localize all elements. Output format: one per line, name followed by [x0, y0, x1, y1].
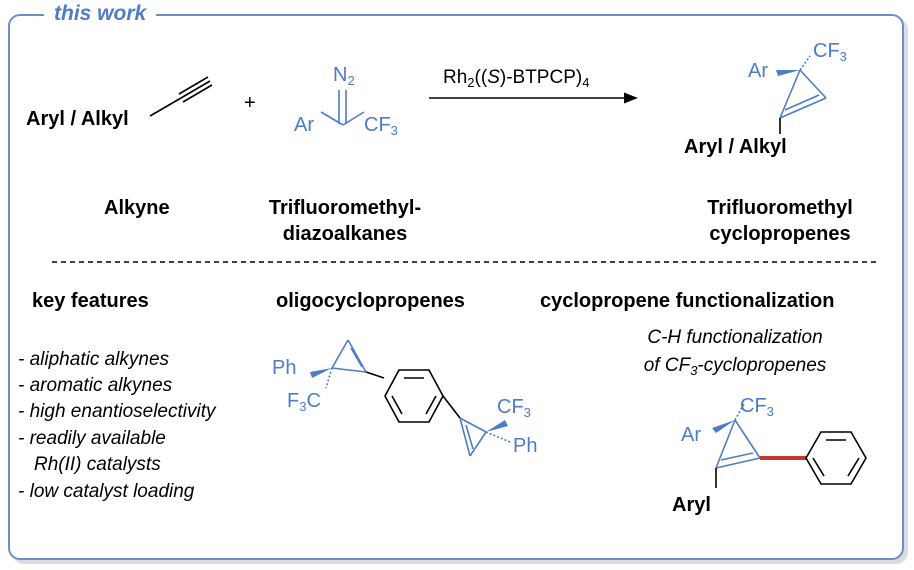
- product-substituent-label: Aryl / Alkyl: [684, 136, 787, 158]
- diazo-structure: [320, 90, 365, 126]
- oligo-f3c-label: F3C: [287, 390, 321, 414]
- feature-item: Rh(II) catalysts: [34, 454, 161, 475]
- functionalized-cyclopropene: [712, 403, 867, 488]
- diazo-ar-label: Ar: [294, 114, 314, 136]
- product-name-line1: Trifluoromethyl: [707, 197, 853, 219]
- func-aryl-label: Aryl: [672, 494, 711, 516]
- functionalization-heading: cyclopropene functionalization: [540, 290, 835, 312]
- feature-item: - high enantioselectivity: [18, 401, 216, 422]
- plus-sign: +: [244, 92, 256, 114]
- diazo-n2-label: N2: [333, 64, 355, 88]
- functionalization-line2: of CF3-cyclopropenes: [643, 355, 827, 378]
- oligocyclopropene-structure: [310, 339, 511, 457]
- product-ar-label: Ar: [748, 60, 768, 82]
- alkyne-structure: [149, 76, 213, 117]
- func-ar-label: Ar: [681, 424, 701, 446]
- reaction-arrow: [429, 92, 638, 104]
- alkyne-name: Alkyne: [104, 197, 170, 219]
- oligo-heading: oligocyclopropenes: [276, 290, 465, 312]
- feature-item: - low catalyst loading: [18, 481, 195, 502]
- product-cyclopropene: [776, 55, 827, 134]
- diazo-cf3-label: CF3: [364, 114, 398, 138]
- functionalization-line1: C-H functionalization: [647, 327, 823, 348]
- product-cf3-label: CF3: [813, 40, 847, 64]
- oligo-cf3-label: CF3: [497, 396, 531, 420]
- this-work-tag: this work: [44, 2, 157, 26]
- func-cf3-label: CF3: [740, 395, 774, 419]
- alkyne-substituent-label: Aryl / Alkyl: [26, 108, 129, 130]
- product-name-line2: cyclopropenes: [709, 223, 851, 245]
- reaction-conditions: Rh2((S)-BTPCP)4: [443, 67, 590, 90]
- diazo-name-line2: diazoalkanes: [282, 223, 408, 245]
- oligo-ph-right: Ph: [513, 435, 538, 457]
- oligo-ph-left: Ph: [272, 357, 297, 379]
- feature-item: - aliphatic alkynes: [18, 349, 170, 370]
- key-features-heading: key features: [32, 290, 149, 312]
- feature-item: - aromatic alkynes: [18, 375, 173, 396]
- diazo-name-line1: Trifluoromethyl-: [268, 197, 422, 219]
- feature-item: - readily available: [18, 428, 166, 449]
- scheme-frame: [8, 14, 904, 560]
